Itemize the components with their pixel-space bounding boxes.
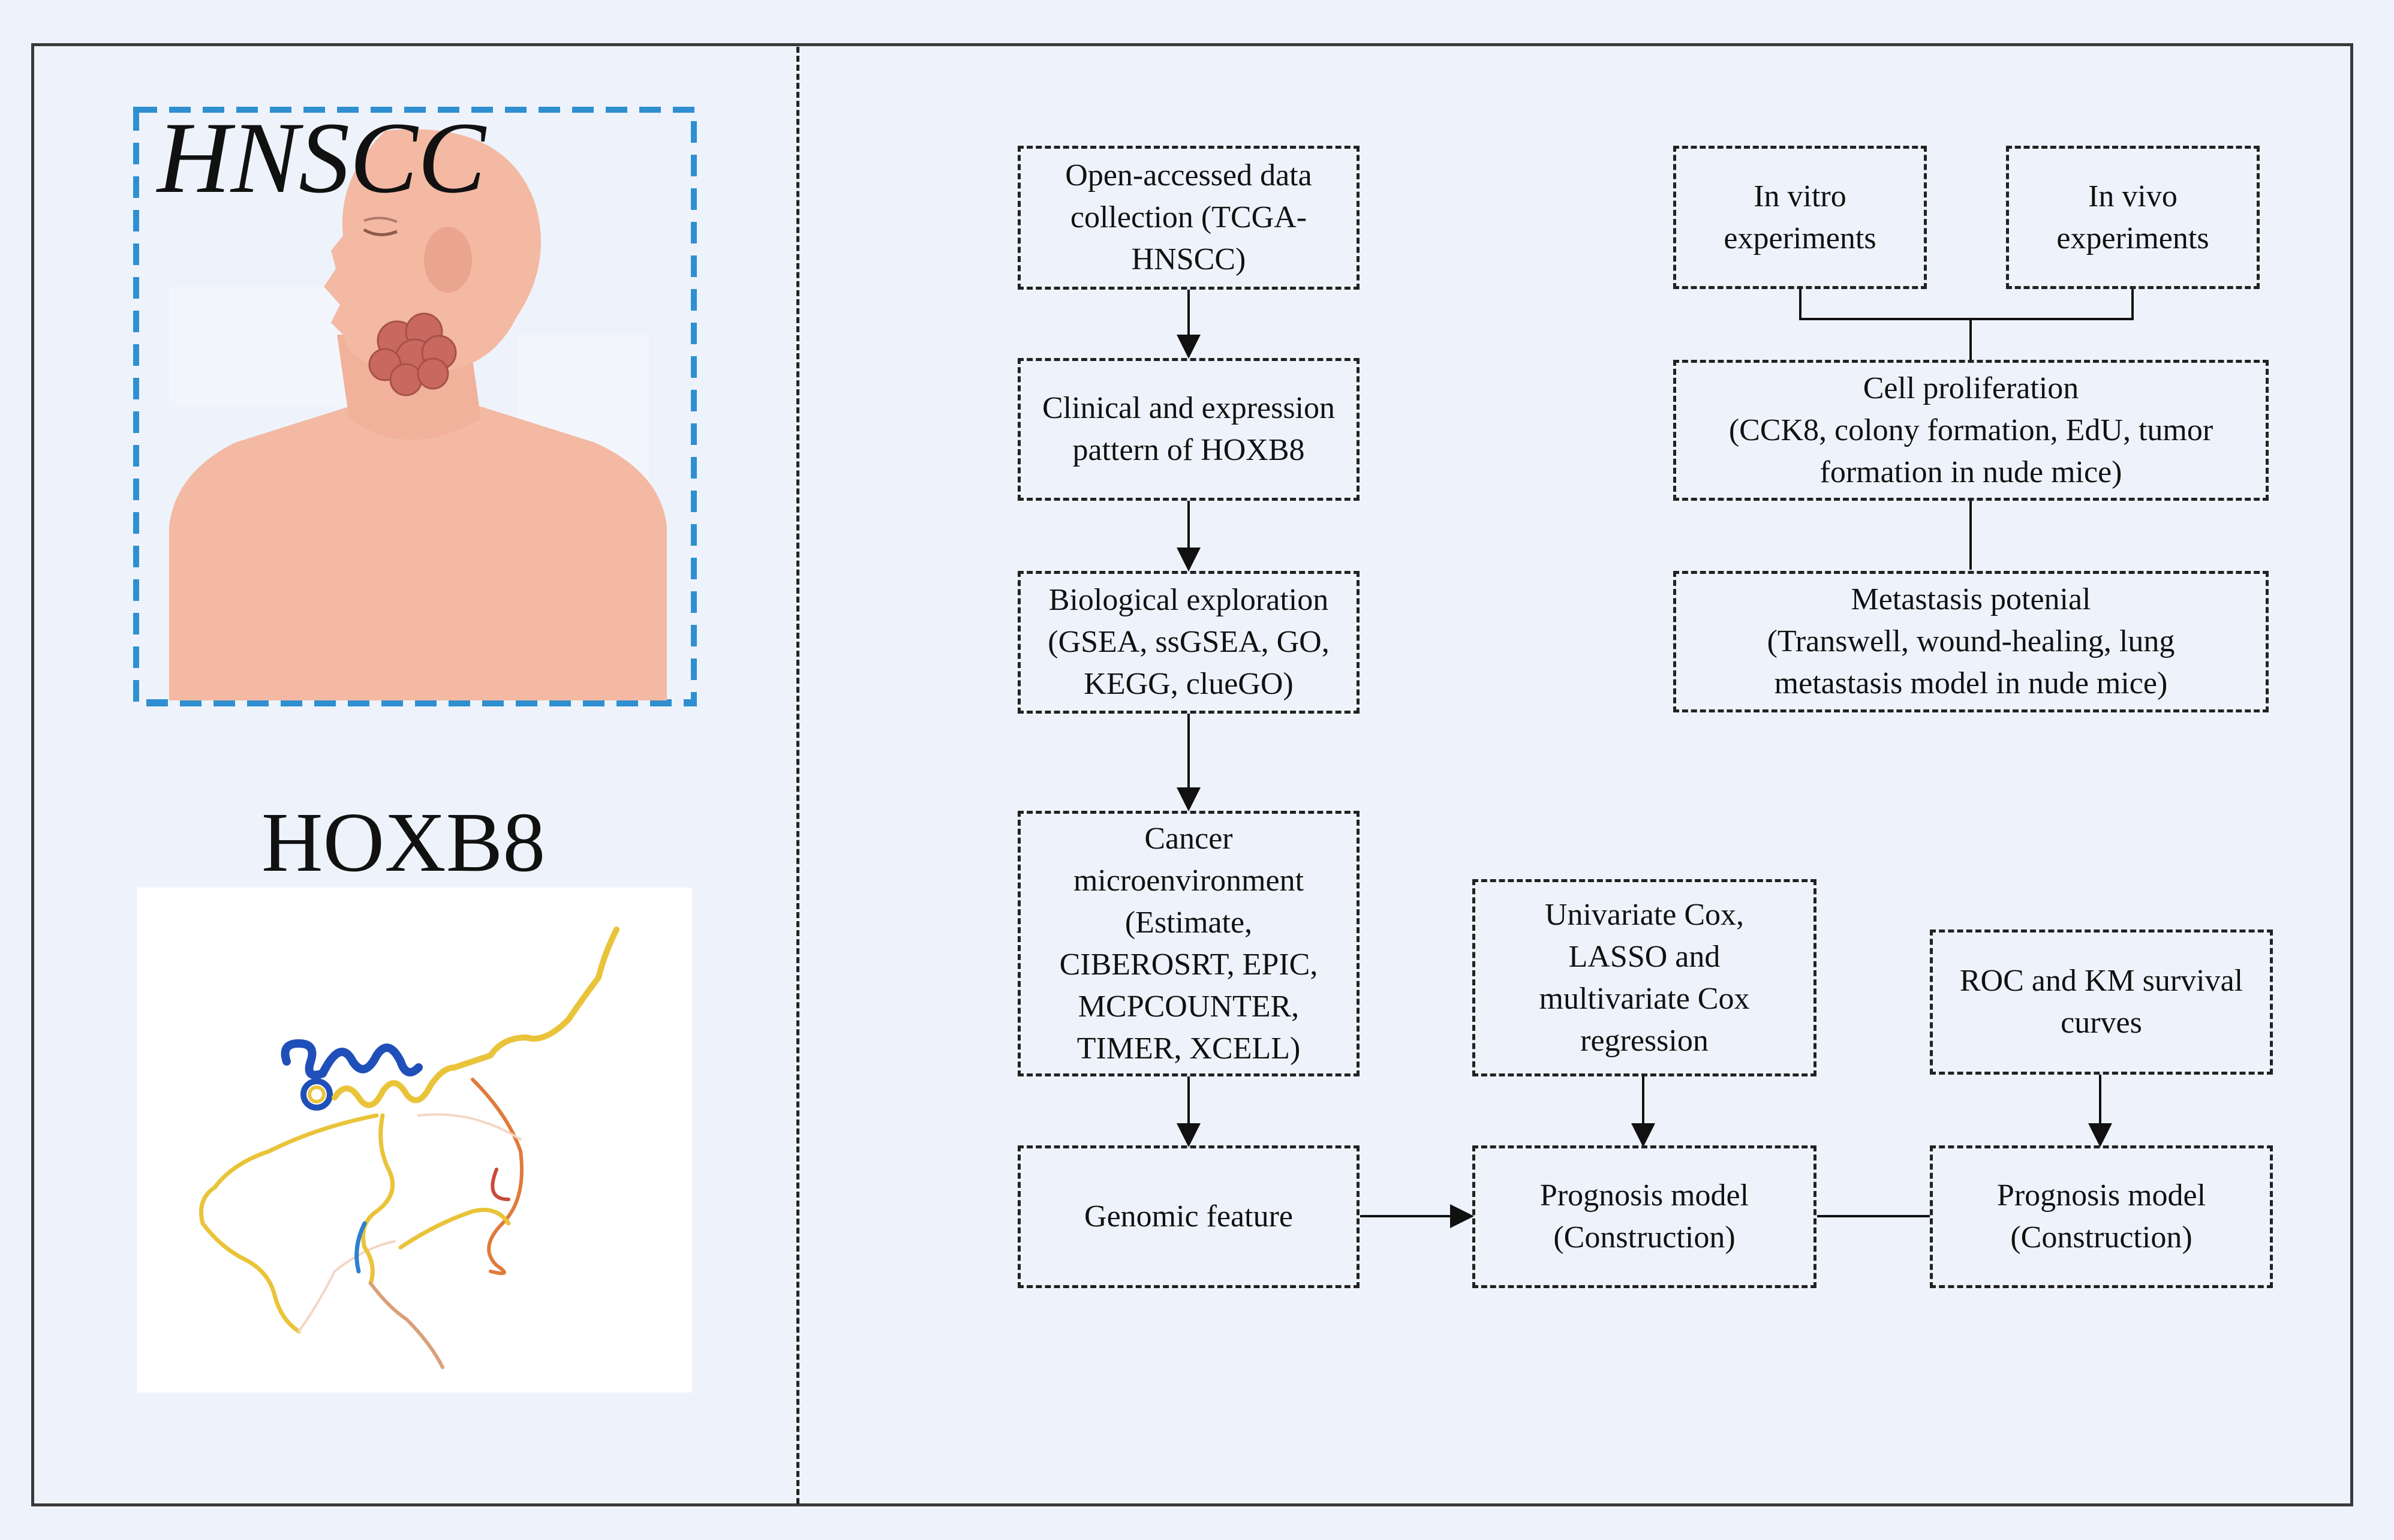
gene-label: HOXB8 <box>261 795 546 889</box>
node-genomic-feature: Genomic feature <box>1018 1145 1360 1288</box>
node-metastasis: Metastasis potenial (Transwell, wound-he… <box>1673 571 2269 712</box>
node-in-vivo-label: In vivo experiments <box>2056 179 2209 255</box>
node-in-vitro: In vitro experiments <box>1673 146 1927 289</box>
protein-structure-ribbon <box>137 888 692 1392</box>
node-metastasis-label: Metastasis potenial (Transwell, wound-he… <box>1767 582 2175 700</box>
node-cancer-microenvironment-label: Cancer microenvironment (Estimate, CIBER… <box>1059 821 1318 1066</box>
node-cox-regression: Univariate Cox, LASSO and multivariate C… <box>1472 879 1816 1076</box>
node-clinical-expression: Clinical and expression pattern of HOXB8 <box>1018 358 1360 501</box>
disease-label: HNSCC <box>157 101 486 214</box>
node-cancer-microenvironment: Cancer microenvironment (Estimate, CIBER… <box>1018 811 1360 1076</box>
node-biological-exploration-label: Biological exploration (GSEA, ssGSEA, GO… <box>1048 583 1330 701</box>
node-in-vivo: In vivo experiments <box>2006 146 2260 289</box>
node-prognosis-model-1: Prognosis model (Construction) <box>1472 1145 1816 1288</box>
node-roc-km: ROC and KM survival curves <box>1930 930 2273 1075</box>
node-cell-proliferation-label: Cell proliferation (CCK8, colony formati… <box>1728 371 2213 489</box>
node-prognosis-model-2-label: Prognosis model (Construction) <box>1996 1178 2206 1255</box>
node-prognosis-model-1-label: Prognosis model (Construction) <box>1539 1178 1749 1255</box>
node-cell-proliferation: Cell proliferation (CCK8, colony formati… <box>1673 360 2269 501</box>
head-neck-tumor-illustration <box>133 107 697 706</box>
node-in-vitro-label: In vitro experiments <box>1724 179 1876 255</box>
line-experiments-merge <box>1799 289 2134 320</box>
node-clinical-expression-label: Clinical and expression pattern of HOXB8 <box>1042 391 1336 467</box>
node-biological-exploration: Biological exploration (GSEA, ssGSEA, GO… <box>1018 571 1360 714</box>
node-genomic-feature-label: Genomic feature <box>1084 1199 1293 1234</box>
node-cox-regression-label: Univariate Cox, LASSO and multivariate C… <box>1539 897 1750 1058</box>
node-data-collection: Open-accessed data collection (TCGA- HNS… <box>1018 146 1360 290</box>
node-data-collection-label: Open-accessed data collection (TCGA- HNS… <box>1065 158 1312 276</box>
node-prognosis-model-2: Prognosis model (Construction) <box>1930 1145 2273 1288</box>
node-roc-km-label: ROC and KM survival curves <box>1959 964 2243 1040</box>
panel-divider <box>796 47 799 1504</box>
